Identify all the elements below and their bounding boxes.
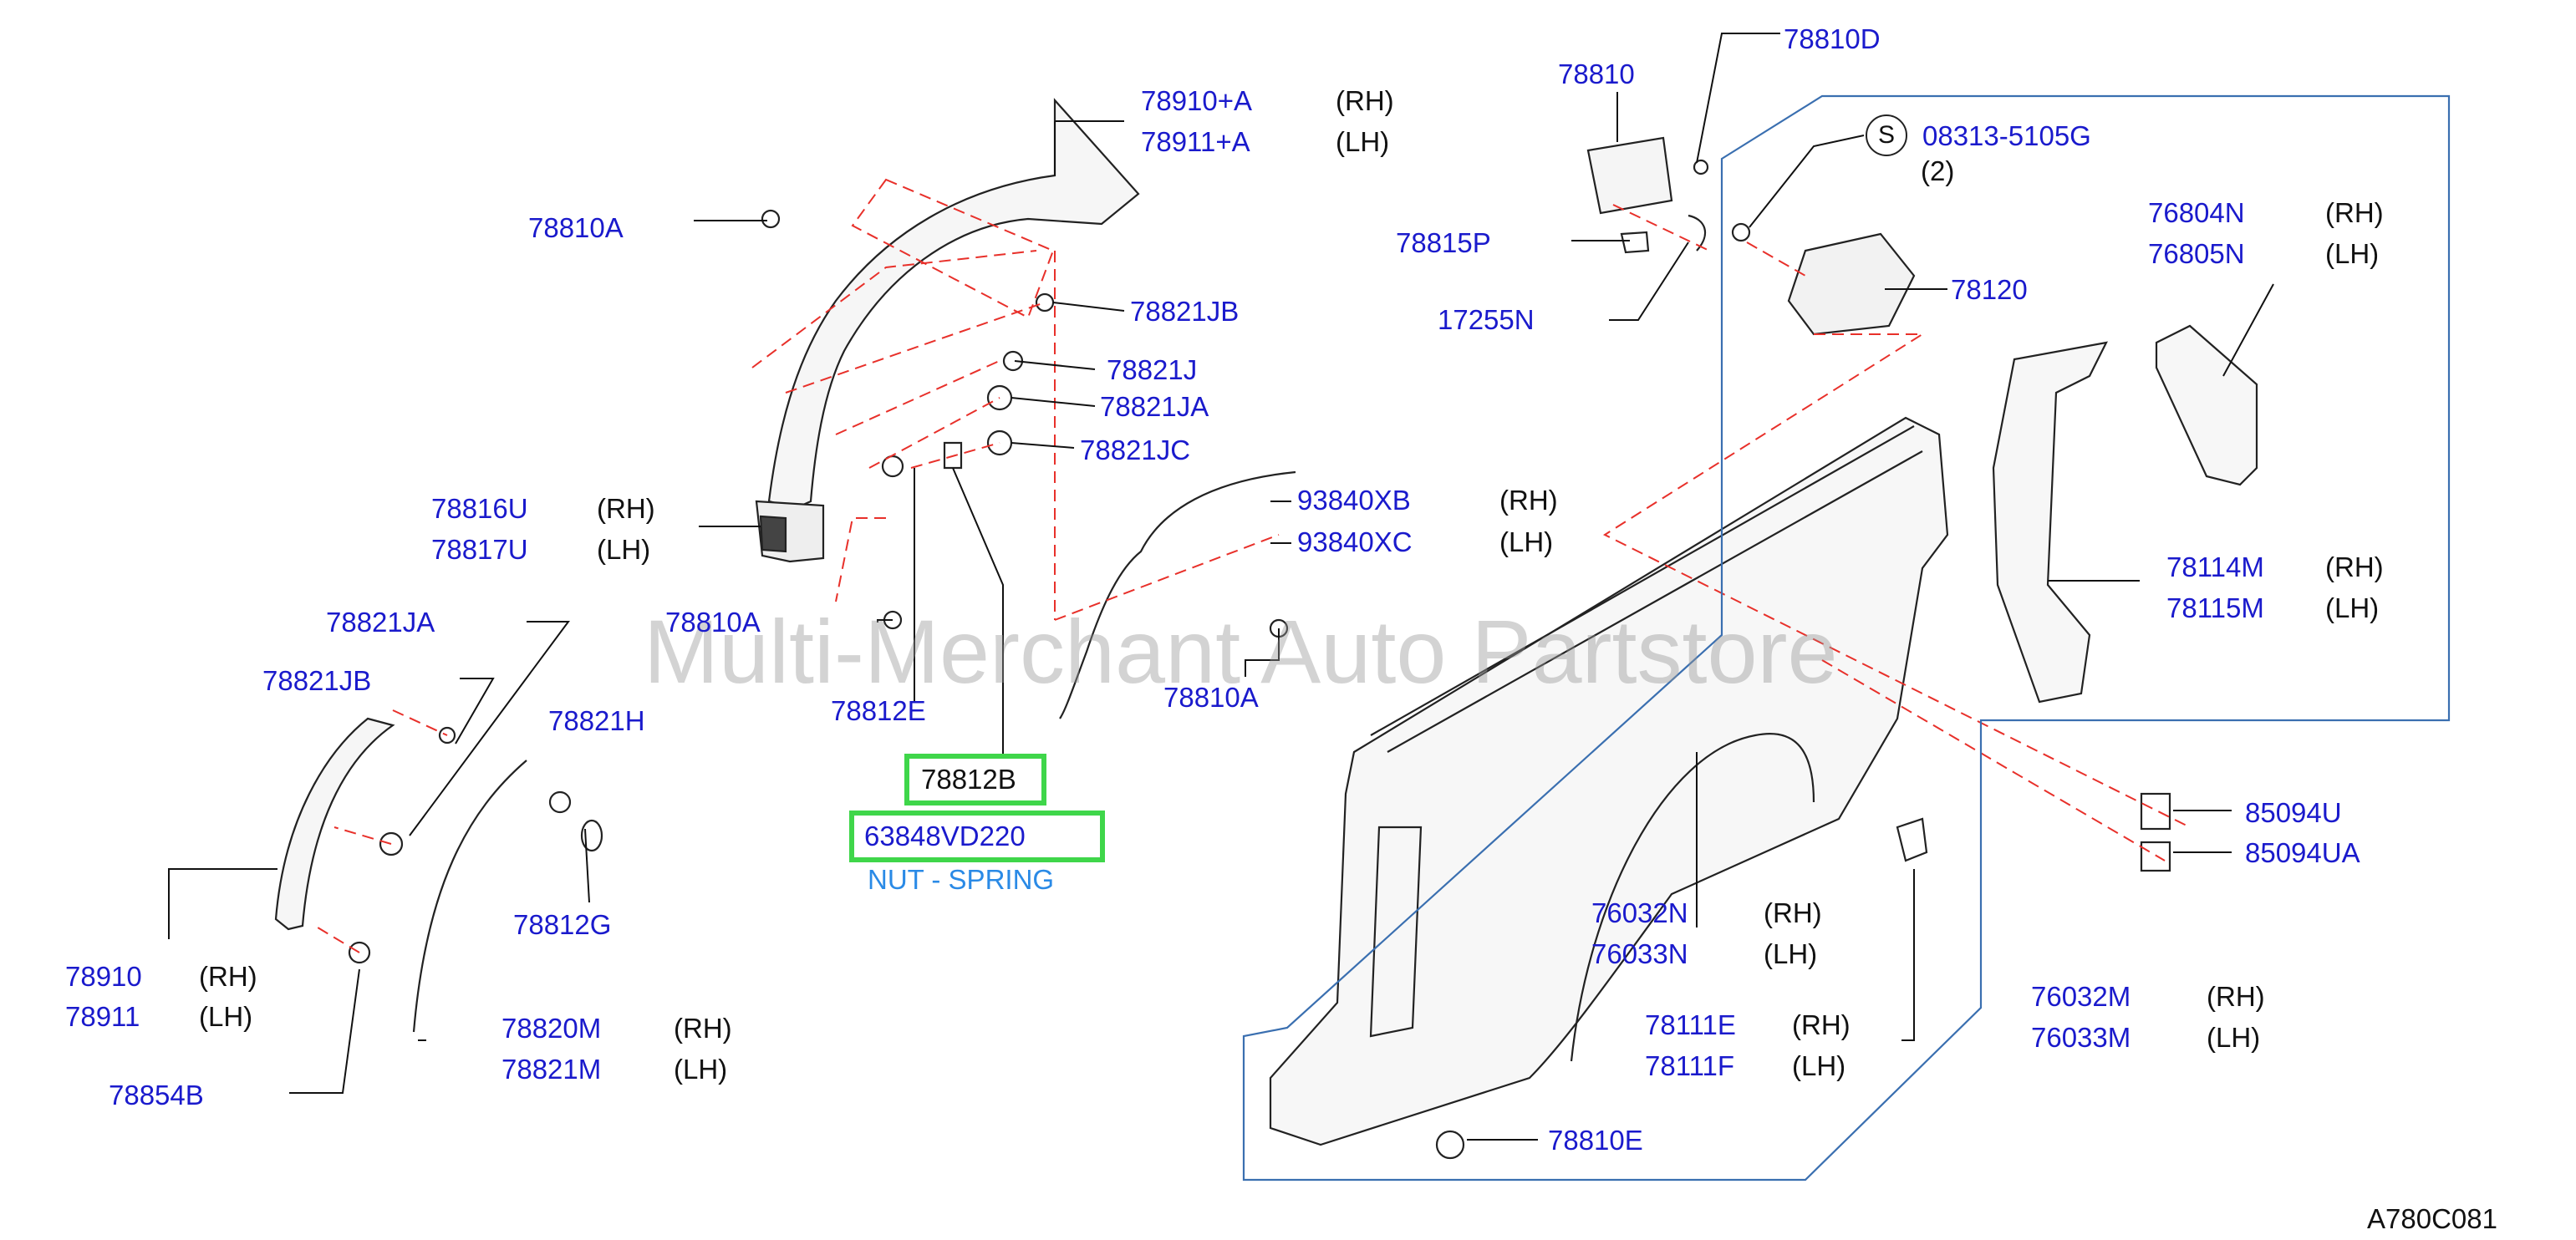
part-93840XC: 93840XC bbox=[1297, 526, 1413, 557]
part-78820M: 78820M bbox=[501, 1013, 602, 1044]
part-78816U: 78816U bbox=[431, 493, 528, 524]
part-76033M: 76033M bbox=[2031, 1022, 2131, 1053]
seal-strip bbox=[1059, 470, 1296, 719]
part-78111E: 78111E bbox=[1645, 1009, 1736, 1040]
side-lh: (LH) bbox=[1764, 938, 1818, 969]
part-76033N: 76033N bbox=[1591, 938, 1688, 969]
s-symbol: S bbox=[1866, 114, 1907, 156]
part-78111F: 78111F bbox=[1645, 1050, 1735, 1081]
part-76032N: 76032N bbox=[1591, 897, 1688, 928]
part-78821JA: 78821JA bbox=[326, 607, 435, 638]
side-lh: (LH) bbox=[2325, 592, 2380, 623]
filler-housing bbox=[1787, 232, 1916, 336]
diagram-code: A780C081 bbox=[2367, 1203, 2497, 1234]
side-rh: (RH) bbox=[2207, 981, 2265, 1012]
side-rh: (RH) bbox=[1792, 1009, 1851, 1040]
side-rh: (RH) bbox=[2325, 551, 2384, 582]
part-78810A: 78810A bbox=[665, 607, 761, 638]
part-85094UA: 85094UA bbox=[2245, 837, 2360, 868]
side-lh: (LH) bbox=[1499, 526, 1554, 557]
part-17255N: 17255N bbox=[1438, 304, 1535, 335]
side-lh: (LH) bbox=[199, 1001, 253, 1032]
part-76805N: 76805N bbox=[2148, 238, 2245, 269]
part-78114M: 78114M bbox=[2166, 551, 2264, 582]
part-78821JB: 78821JB bbox=[262, 665, 372, 696]
group-frames bbox=[1242, 94, 2451, 1182]
part-78821J: 78821J bbox=[1107, 354, 1198, 385]
part-78854B: 78854B bbox=[109, 1080, 204, 1110]
part-78810: 78810 bbox=[1558, 58, 1635, 89]
part-08313-5105G: 08313-5105G bbox=[1922, 120, 2091, 151]
side-rh: (RH) bbox=[1336, 85, 1394, 116]
fender-flare-lower bbox=[274, 717, 395, 931]
part-78910: 78910 bbox=[65, 961, 142, 992]
highlight-box-78812B bbox=[904, 754, 1046, 805]
part-63848VD220[interactable]: 63848VD220 bbox=[864, 821, 1026, 851]
side-rh: (RH) bbox=[1499, 485, 1558, 516]
part-93840XB: 93840XB bbox=[1297, 485, 1411, 516]
inner-panel bbox=[1992, 341, 2108, 704]
part-78810A: 78810A bbox=[528, 212, 624, 243]
side-lh: (LH) bbox=[674, 1054, 728, 1085]
side-rh: (RH) bbox=[199, 961, 257, 992]
part-78910A: 78910+A bbox=[1141, 85, 1253, 116]
rear-side-panel bbox=[1269, 416, 1949, 1146]
part-78817U: 78817U bbox=[431, 534, 528, 565]
side-rh: (RH) bbox=[674, 1013, 732, 1044]
alignment-lines bbox=[317, 178, 2191, 953]
quantity: (2) bbox=[1921, 155, 1955, 186]
part-85094U: 85094U bbox=[2245, 797, 2342, 828]
part-78810D: 78810D bbox=[1784, 23, 1881, 54]
side-lh: (LH) bbox=[1792, 1050, 1846, 1081]
watermark: Multi-Merchant Auto Partstore bbox=[644, 601, 1838, 702]
part-78815P: 78815P bbox=[1396, 227, 1491, 258]
part-78812G: 78812G bbox=[513, 909, 612, 940]
part-78120: 78120 bbox=[1951, 274, 2028, 305]
side-lh: (LH) bbox=[2325, 238, 2380, 269]
part-description: NUT - SPRING bbox=[868, 864, 1055, 895]
part-76032M: 76032M bbox=[2031, 981, 2131, 1012]
part-76804N: 76804N bbox=[2148, 197, 2245, 228]
cover-trim bbox=[2155, 324, 2258, 486]
part-78911: 78911 bbox=[65, 1001, 140, 1032]
highlight-box-63848VD220 bbox=[849, 811, 1105, 862]
part-78812B[interactable]: 78812B bbox=[921, 764, 1016, 795]
part-78821H: 78821H bbox=[548, 705, 645, 736]
side-rh: (RH) bbox=[2325, 197, 2384, 228]
side-lh: (LH) bbox=[1336, 126, 1390, 157]
part-78821JA: 78821JA bbox=[1100, 391, 1209, 422]
part-78115M: 78115M bbox=[2166, 592, 2264, 623]
leader-lines bbox=[168, 33, 2274, 1141]
part-78812E: 78812E bbox=[831, 695, 926, 726]
side-rh: (RH) bbox=[597, 493, 655, 524]
part-78810E: 78810E bbox=[1548, 1125, 1643, 1156]
part-78821JC: 78821JC bbox=[1080, 435, 1191, 465]
part-78810A: 78810A bbox=[1163, 682, 1259, 713]
side-rh: (RH) bbox=[1764, 897, 1822, 928]
moulding-strip bbox=[412, 760, 527, 1033]
part-78821JB: 78821JB bbox=[1130, 296, 1240, 327]
fender-flare-upper bbox=[755, 98, 1140, 563]
part-78821M: 78821M bbox=[501, 1054, 602, 1085]
side-lh: (LH) bbox=[597, 534, 651, 565]
side-lh: (LH) bbox=[2207, 1022, 2261, 1053]
part-78911A: 78911+A bbox=[1141, 126, 1250, 157]
filler-lid bbox=[1586, 136, 1673, 215]
